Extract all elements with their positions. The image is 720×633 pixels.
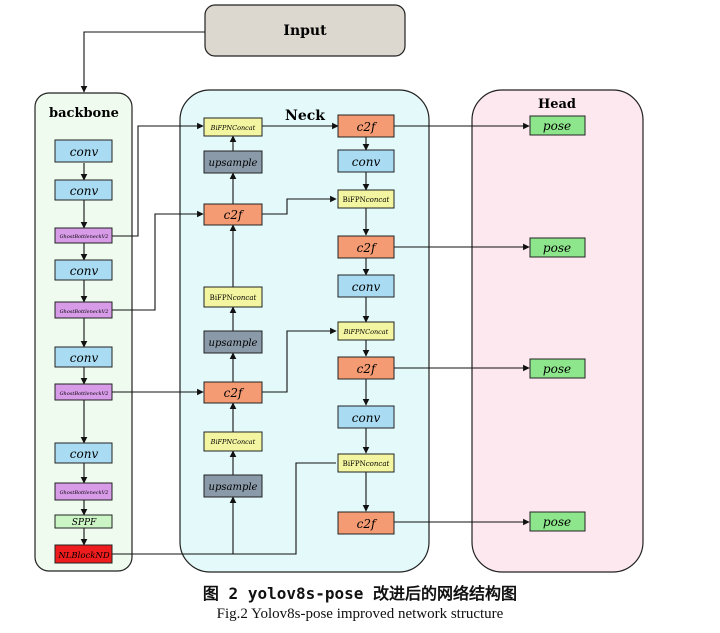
backbone-ghost-4 xyxy=(54,482,113,501)
neck-bifpn-5-label: BiFPNConcat xyxy=(343,328,389,336)
neck-upsample-1-label: upsample xyxy=(209,158,258,169)
neck-conv-3 xyxy=(337,405,395,429)
neck-c2f-4-label: c2f xyxy=(357,241,378,255)
head-pose-2 xyxy=(529,237,586,258)
neck-c2f-1-label: c2f xyxy=(224,208,245,222)
backbone-conv-4-label: conv xyxy=(70,351,99,365)
caption-chinese: 图 2 yolov8s-pose 改进后的网络结构图 xyxy=(202,584,518,603)
backbone-nlblock xyxy=(54,544,113,564)
neck-conv-3-label: conv xyxy=(352,411,381,425)
neck-c2f-5 xyxy=(337,356,395,380)
neck-bifpn-6 xyxy=(337,453,395,473)
neck-bifpn-1 xyxy=(203,117,263,137)
backbone-conv-2 xyxy=(54,179,113,201)
neck-c2f-3 xyxy=(337,114,395,138)
head-panel xyxy=(471,89,644,573)
head-pose-2-label: pose xyxy=(543,241,571,255)
neck-right-nodes: c2f conv BiFPNconcat c2f conv BiFPNConca… xyxy=(337,114,395,535)
neck-bifpn-6-label: BiFPNconcat xyxy=(343,460,390,468)
backbone-conv-1-label: conv xyxy=(70,145,99,159)
backbone-sppf-label: SPPF xyxy=(72,518,97,528)
neck-upsample-1 xyxy=(203,150,263,174)
backbone-conv-1 xyxy=(54,139,113,163)
input-label: Input xyxy=(283,23,327,39)
head-pose-1-label: pose xyxy=(543,119,571,133)
neck-upsample-3 xyxy=(203,474,263,498)
head-pose-1 xyxy=(529,115,586,136)
input-node xyxy=(204,4,406,57)
neck-left-nodes: BiFPNConcat upsample c2f BiFPNconcat ups… xyxy=(203,117,263,498)
backbone-ghost-3 xyxy=(54,383,113,401)
backbone-conv-3-label: conv xyxy=(70,264,99,278)
backbone-ghost-2 xyxy=(54,301,113,319)
neck-bifpn-1-label: BiFPNConcat xyxy=(210,124,256,132)
neck-upsample-3-label: upsample xyxy=(209,482,258,493)
neck-bifpn-4-label: BiFPNconcat xyxy=(343,196,390,204)
neck-c2f-1 xyxy=(203,203,263,226)
head-pose-3 xyxy=(529,358,586,379)
neck-c2f-2-label: c2f xyxy=(224,386,245,400)
backbone-conv-5-label: conv xyxy=(70,447,99,461)
neck-c2f-6-label: c2f xyxy=(357,517,378,531)
neck-bifpn-3-label: BiFPNConcat xyxy=(210,438,256,446)
backbone-conv-3 xyxy=(54,259,113,281)
neck-c2f-5-label: c2f xyxy=(357,362,378,376)
neck-conv-1-label: conv xyxy=(352,155,381,169)
backbone-nlblock-label: NLBlockND xyxy=(57,551,110,561)
backbone-ghost-4-label: GhostBottleneckV2 xyxy=(60,490,109,496)
head-pose-3-label: pose xyxy=(543,362,571,376)
neck-bifpn-4 xyxy=(337,189,395,209)
backbone-conv-4 xyxy=(54,346,113,368)
neck-upsample-2-label: upsample xyxy=(209,338,258,349)
head-title: Head xyxy=(538,97,576,112)
backbone-sppf xyxy=(54,514,113,529)
head-pose-4 xyxy=(529,511,586,532)
neck-conv-2 xyxy=(337,274,395,298)
backbone-nodes: conv conv GhostBottleneckV2 conv GhostBo… xyxy=(54,139,113,564)
neck-c2f-4 xyxy=(337,235,395,259)
backbone-conv-2-label: conv xyxy=(70,184,99,198)
neck-conv-2-label: conv xyxy=(352,280,381,294)
caption-english: Fig.2 Yolov8s-pose improved network stru… xyxy=(216,606,504,622)
neck-bifpn-3 xyxy=(203,431,263,452)
neck-c2f-2 xyxy=(203,381,263,404)
neck-bifpn-5 xyxy=(337,321,395,341)
backbone-conv-5 xyxy=(54,442,113,464)
backbone-title: backbone xyxy=(49,106,119,121)
head-nodes: pose pose pose pose xyxy=(529,115,586,532)
neck-c2f-6 xyxy=(337,511,395,535)
neck-conv-1 xyxy=(337,149,395,173)
backbone-ghost-1 xyxy=(54,227,113,244)
backbone-ghost-1-label: GhostBottleneckV2 xyxy=(60,234,109,240)
head-pose-4-label: pose xyxy=(543,515,571,529)
neck-bifpn-2-label: BiFPNconcat xyxy=(210,294,257,302)
neck-title: Neck xyxy=(285,108,325,124)
arrow-input-backbone xyxy=(80,31,205,93)
neck-c2f-3-label: c2f xyxy=(357,120,378,134)
backbone-ghost-3-label: GhostBottleneckV2 xyxy=(60,391,109,397)
neck-bifpn-2 xyxy=(203,286,263,308)
backbone-ghost-2-label: GhostBottleneckV2 xyxy=(60,309,109,315)
neck-upsample-2 xyxy=(203,330,263,354)
